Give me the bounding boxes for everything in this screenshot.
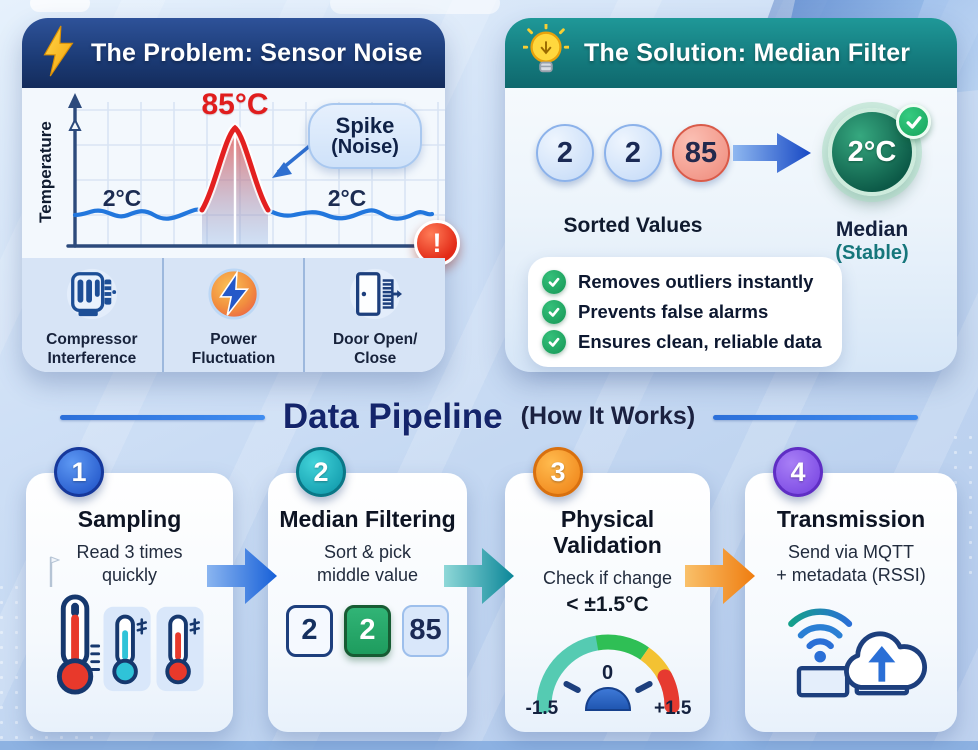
step-number-badge: 4 bbox=[773, 447, 823, 497]
flag-icon bbox=[48, 555, 61, 594]
callout-line1: Spike bbox=[335, 112, 395, 138]
background-shape bbox=[330, 0, 500, 14]
step-median-filtering: 2 Median Filtering Sort & pick middle va… bbox=[268, 447, 467, 732]
pipeline-title: Data Pipeline bbox=[282, 397, 503, 436]
step-sampling: 1 Sampling Read 3 times quickly bbox=[26, 447, 233, 732]
problem-title: The Problem: Sensor Noise bbox=[91, 38, 423, 67]
cause-label: Power Fluctuation bbox=[191, 331, 276, 367]
step-title: Physical Validation bbox=[553, 506, 662, 558]
flow-arrow-2-icon bbox=[444, 543, 516, 609]
step-description: Read 3 times quickly bbox=[76, 541, 183, 585]
cause-label: Door Open/ Close bbox=[332, 331, 418, 367]
pipeline-subtitle: (How It Works) bbox=[520, 401, 696, 430]
step-description: Send via MQTT + metadata (RSSI) bbox=[776, 541, 926, 585]
cause-compressor: Compressor Interference bbox=[22, 258, 162, 372]
step-number-badge: 3 bbox=[533, 447, 583, 497]
spike-callout: Spike (Noise) bbox=[308, 103, 422, 169]
cause-label: Compressor Interference bbox=[46, 331, 138, 367]
threshold-value: < ±1.5°C bbox=[566, 592, 649, 616]
pipeline-title-row: Data Pipeline (How It Works) bbox=[0, 392, 978, 442]
lightning-bolt-icon bbox=[40, 24, 76, 83]
step-number-badge: 1 bbox=[54, 447, 104, 497]
wifi-cloud-upload-icon bbox=[745, 593, 957, 704]
flow-arrow-3-icon bbox=[685, 543, 757, 609]
gauge-min-label: -1.5 bbox=[525, 698, 559, 720]
door-icon bbox=[348, 266, 403, 327]
y-axis-arrow bbox=[68, 93, 82, 108]
baseline-left-label: 2°C bbox=[102, 185, 142, 211]
value-square: 2 bbox=[286, 604, 333, 657]
cause-door: Door Open/ Close bbox=[303, 258, 445, 372]
sorted-value-circle: 2 bbox=[604, 124, 662, 182]
sorted-value-circle: 2 bbox=[536, 124, 594, 182]
check-icon bbox=[896, 104, 931, 139]
step-transmission: 4 Transmission Send via MQTT + metadata … bbox=[745, 447, 957, 732]
benefit-item: Prevents false alarms bbox=[542, 300, 828, 324]
callout-arrow-head bbox=[272, 162, 292, 178]
check-icon bbox=[542, 330, 566, 354]
title-divider-left bbox=[59, 414, 265, 420]
y-axis-tick-marker bbox=[68, 117, 82, 131]
baseline-right-label: 2°C bbox=[327, 185, 367, 211]
benefit-text: Ensures clean, reliable data bbox=[578, 331, 822, 352]
check-icon bbox=[542, 270, 566, 294]
step-number-badge: 2 bbox=[296, 447, 346, 497]
compressor-icon bbox=[65, 266, 119, 327]
gauge-zero-label: 0 bbox=[601, 662, 614, 685]
solution-panel: The Solution: Median Filter 2 2 85 2°C S… bbox=[505, 18, 957, 372]
gauge-max-label: +1.5 bbox=[653, 698, 692, 720]
title-divider-right bbox=[713, 414, 919, 420]
gauge-icon: 0 -1.5 +1.5 bbox=[518, 622, 698, 722]
noise-causes: Compressor Interference Power F bbox=[22, 258, 445, 372]
chart-grid bbox=[75, 102, 445, 246]
solution-title: The Solution: Median Filter bbox=[584, 38, 911, 67]
chart-canvas bbox=[66, 93, 445, 253]
lightbulb-icon bbox=[521, 22, 571, 83]
filter-arrow-icon bbox=[733, 132, 813, 179]
median-value-square: 2 bbox=[344, 604, 391, 657]
problem-panel: The Problem: Sensor Noise bbox=[22, 18, 460, 372]
baseline-right bbox=[265, 207, 435, 221]
callout-line2: (Noise) bbox=[331, 136, 399, 159]
peak-value-label: 85°C bbox=[201, 88, 269, 121]
power-icon bbox=[207, 266, 261, 327]
solution-header: The Solution: Median Filter bbox=[505, 18, 957, 88]
y-axis-label: Temperature bbox=[36, 121, 55, 223]
median-subcaption: (Stable) bbox=[835, 242, 909, 264]
sorted-values-caption: Sorted Values bbox=[563, 214, 703, 237]
flow-arrow-1-icon bbox=[207, 543, 279, 609]
sensor-noise-chart: Temperature 85°C 2°C 2°C Spike (Noise) ! bbox=[22, 88, 460, 266]
thermometers-icon bbox=[26, 593, 233, 702]
problem-header: The Problem: Sensor Noise bbox=[22, 18, 445, 88]
step-title: Median Filtering bbox=[279, 506, 456, 532]
sorted-squares: 2 2 85 bbox=[268, 604, 467, 657]
background-shape bbox=[30, 0, 90, 12]
spike-line bbox=[199, 124, 271, 213]
benefit-text: Removes outliers instantly bbox=[578, 271, 814, 292]
benefit-item: Ensures clean, reliable data bbox=[542, 330, 828, 354]
check-icon bbox=[542, 300, 566, 324]
median-caption: Median bbox=[835, 218, 909, 241]
value-square: 85 bbox=[402, 604, 449, 657]
bottom-border bbox=[0, 741, 978, 750]
cause-power: Power Fluctuation bbox=[161, 258, 304, 372]
benefit-text: Prevents false alarms bbox=[578, 301, 769, 322]
step-title: Sampling bbox=[77, 506, 182, 532]
step-title: Transmission bbox=[776, 506, 926, 532]
sorted-value-outlier-circle: 85 bbox=[672, 124, 730, 182]
benefit-item: Removes outliers instantly bbox=[542, 270, 828, 294]
step-description: Sort & pick middle value bbox=[316, 541, 419, 585]
step-description: Check if change < ±1.5°C bbox=[513, 567, 702, 619]
step-physical-validation: 3 Physical Validation Check if change < … bbox=[505, 447, 710, 732]
baseline-left bbox=[72, 207, 205, 221]
benefits-list: Removes outliers instantly Prevents fals… bbox=[528, 257, 842, 367]
